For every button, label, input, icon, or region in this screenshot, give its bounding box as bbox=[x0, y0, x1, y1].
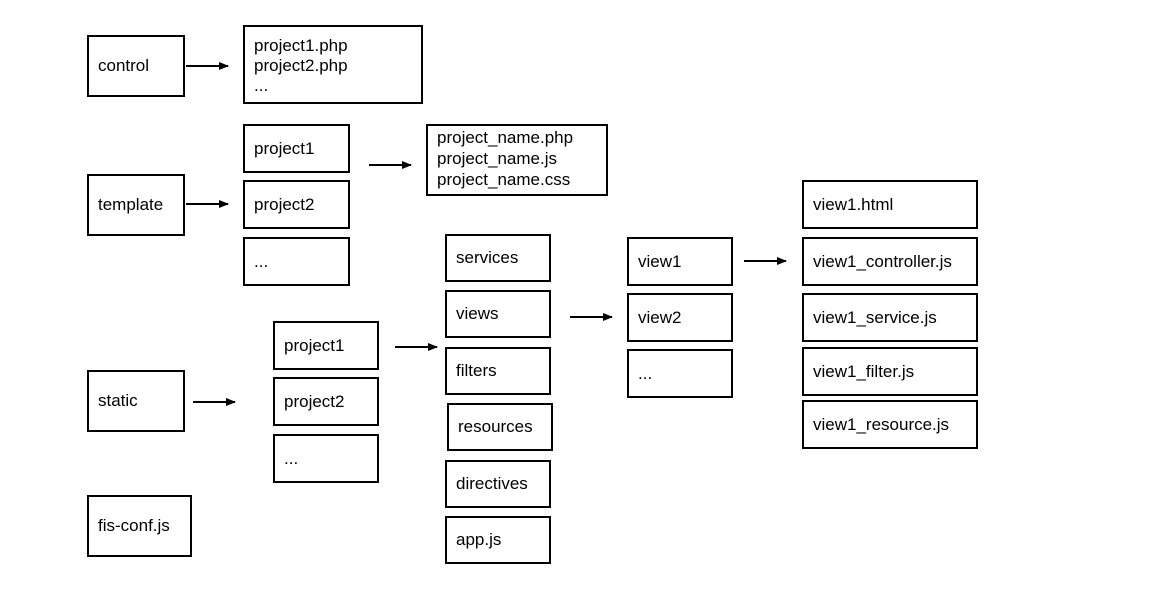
view1-file-filter: view1_filter.js bbox=[802, 347, 978, 396]
view-label: ... bbox=[638, 363, 653, 383]
dir-label: services bbox=[456, 248, 519, 267]
view-more: ... bbox=[627, 349, 733, 398]
template-project-label: project2 bbox=[254, 194, 315, 214]
template-project-more: ... bbox=[243, 237, 350, 286]
dir-views: views bbox=[445, 290, 551, 338]
static-project-label: ... bbox=[284, 448, 299, 468]
control-file-item: project1.php bbox=[254, 36, 348, 55]
fis-conf-file-label: fis-conf.js bbox=[98, 516, 170, 535]
control-folder: control bbox=[87, 35, 185, 97]
fis-conf-file: fis-conf.js bbox=[87, 495, 192, 557]
template-project-label: ... bbox=[254, 251, 269, 271]
dir-label: filters bbox=[456, 361, 497, 380]
static-project-label: project2 bbox=[284, 391, 345, 411]
view1-file-label: view1_resource.js bbox=[813, 414, 950, 434]
template-project-1: project1 bbox=[243, 124, 350, 173]
template-project-2: project2 bbox=[243, 180, 350, 229]
dir-label: directives bbox=[456, 474, 528, 493]
static-folder: static bbox=[87, 370, 185, 432]
dir-services: services bbox=[445, 234, 551, 282]
static-folder-label: static bbox=[98, 391, 138, 410]
dir-resources: resources bbox=[447, 403, 553, 451]
template-file-item: project_name.css bbox=[437, 170, 571, 189]
view-label: view1 bbox=[638, 251, 682, 271]
control-files-box: project1.php project2.php ... bbox=[243, 25, 423, 104]
template-files-box: project_name.php project_name.js project… bbox=[426, 124, 608, 196]
control-folder-label: control bbox=[98, 56, 150, 75]
control-file-item: ... bbox=[254, 76, 269, 95]
static-project-more: ... bbox=[273, 434, 379, 483]
view1-file-label: view1_service.js bbox=[813, 307, 937, 327]
view1-file-label: view1_controller.js bbox=[813, 251, 952, 271]
view1-file-resource: view1_resource.js bbox=[802, 400, 978, 449]
template-file-item: project_name.php bbox=[437, 128, 574, 147]
dir-filters: filters bbox=[445, 347, 551, 395]
dir-label: resources bbox=[458, 417, 533, 436]
dir-label: app.js bbox=[456, 530, 502, 549]
view-1: view1 bbox=[627, 237, 733, 286]
dir-label: views bbox=[456, 304, 499, 323]
view-label: view2 bbox=[638, 307, 682, 327]
file-app-js: app.js bbox=[445, 516, 551, 564]
template-project-label: project1 bbox=[254, 138, 315, 158]
static-project-2: project2 bbox=[273, 377, 379, 426]
dir-directives: directives bbox=[445, 460, 551, 508]
template-file-item: project_name.js bbox=[437, 149, 558, 168]
view1-file-label: view1.html bbox=[813, 194, 894, 214]
template-folder-label: template bbox=[98, 195, 164, 214]
static-project-label: project1 bbox=[284, 335, 345, 355]
template-folder: template bbox=[87, 174, 185, 236]
view1-file-label: view1_filter.js bbox=[813, 361, 915, 381]
view1-file-html: view1.html bbox=[802, 180, 978, 229]
view-2: view2 bbox=[627, 293, 733, 342]
control-file-item: project2.php bbox=[254, 56, 348, 75]
view1-file-controller: view1_controller.js bbox=[802, 237, 978, 286]
view1-file-service: view1_service.js bbox=[802, 293, 978, 342]
static-project-1: project1 bbox=[273, 321, 379, 370]
